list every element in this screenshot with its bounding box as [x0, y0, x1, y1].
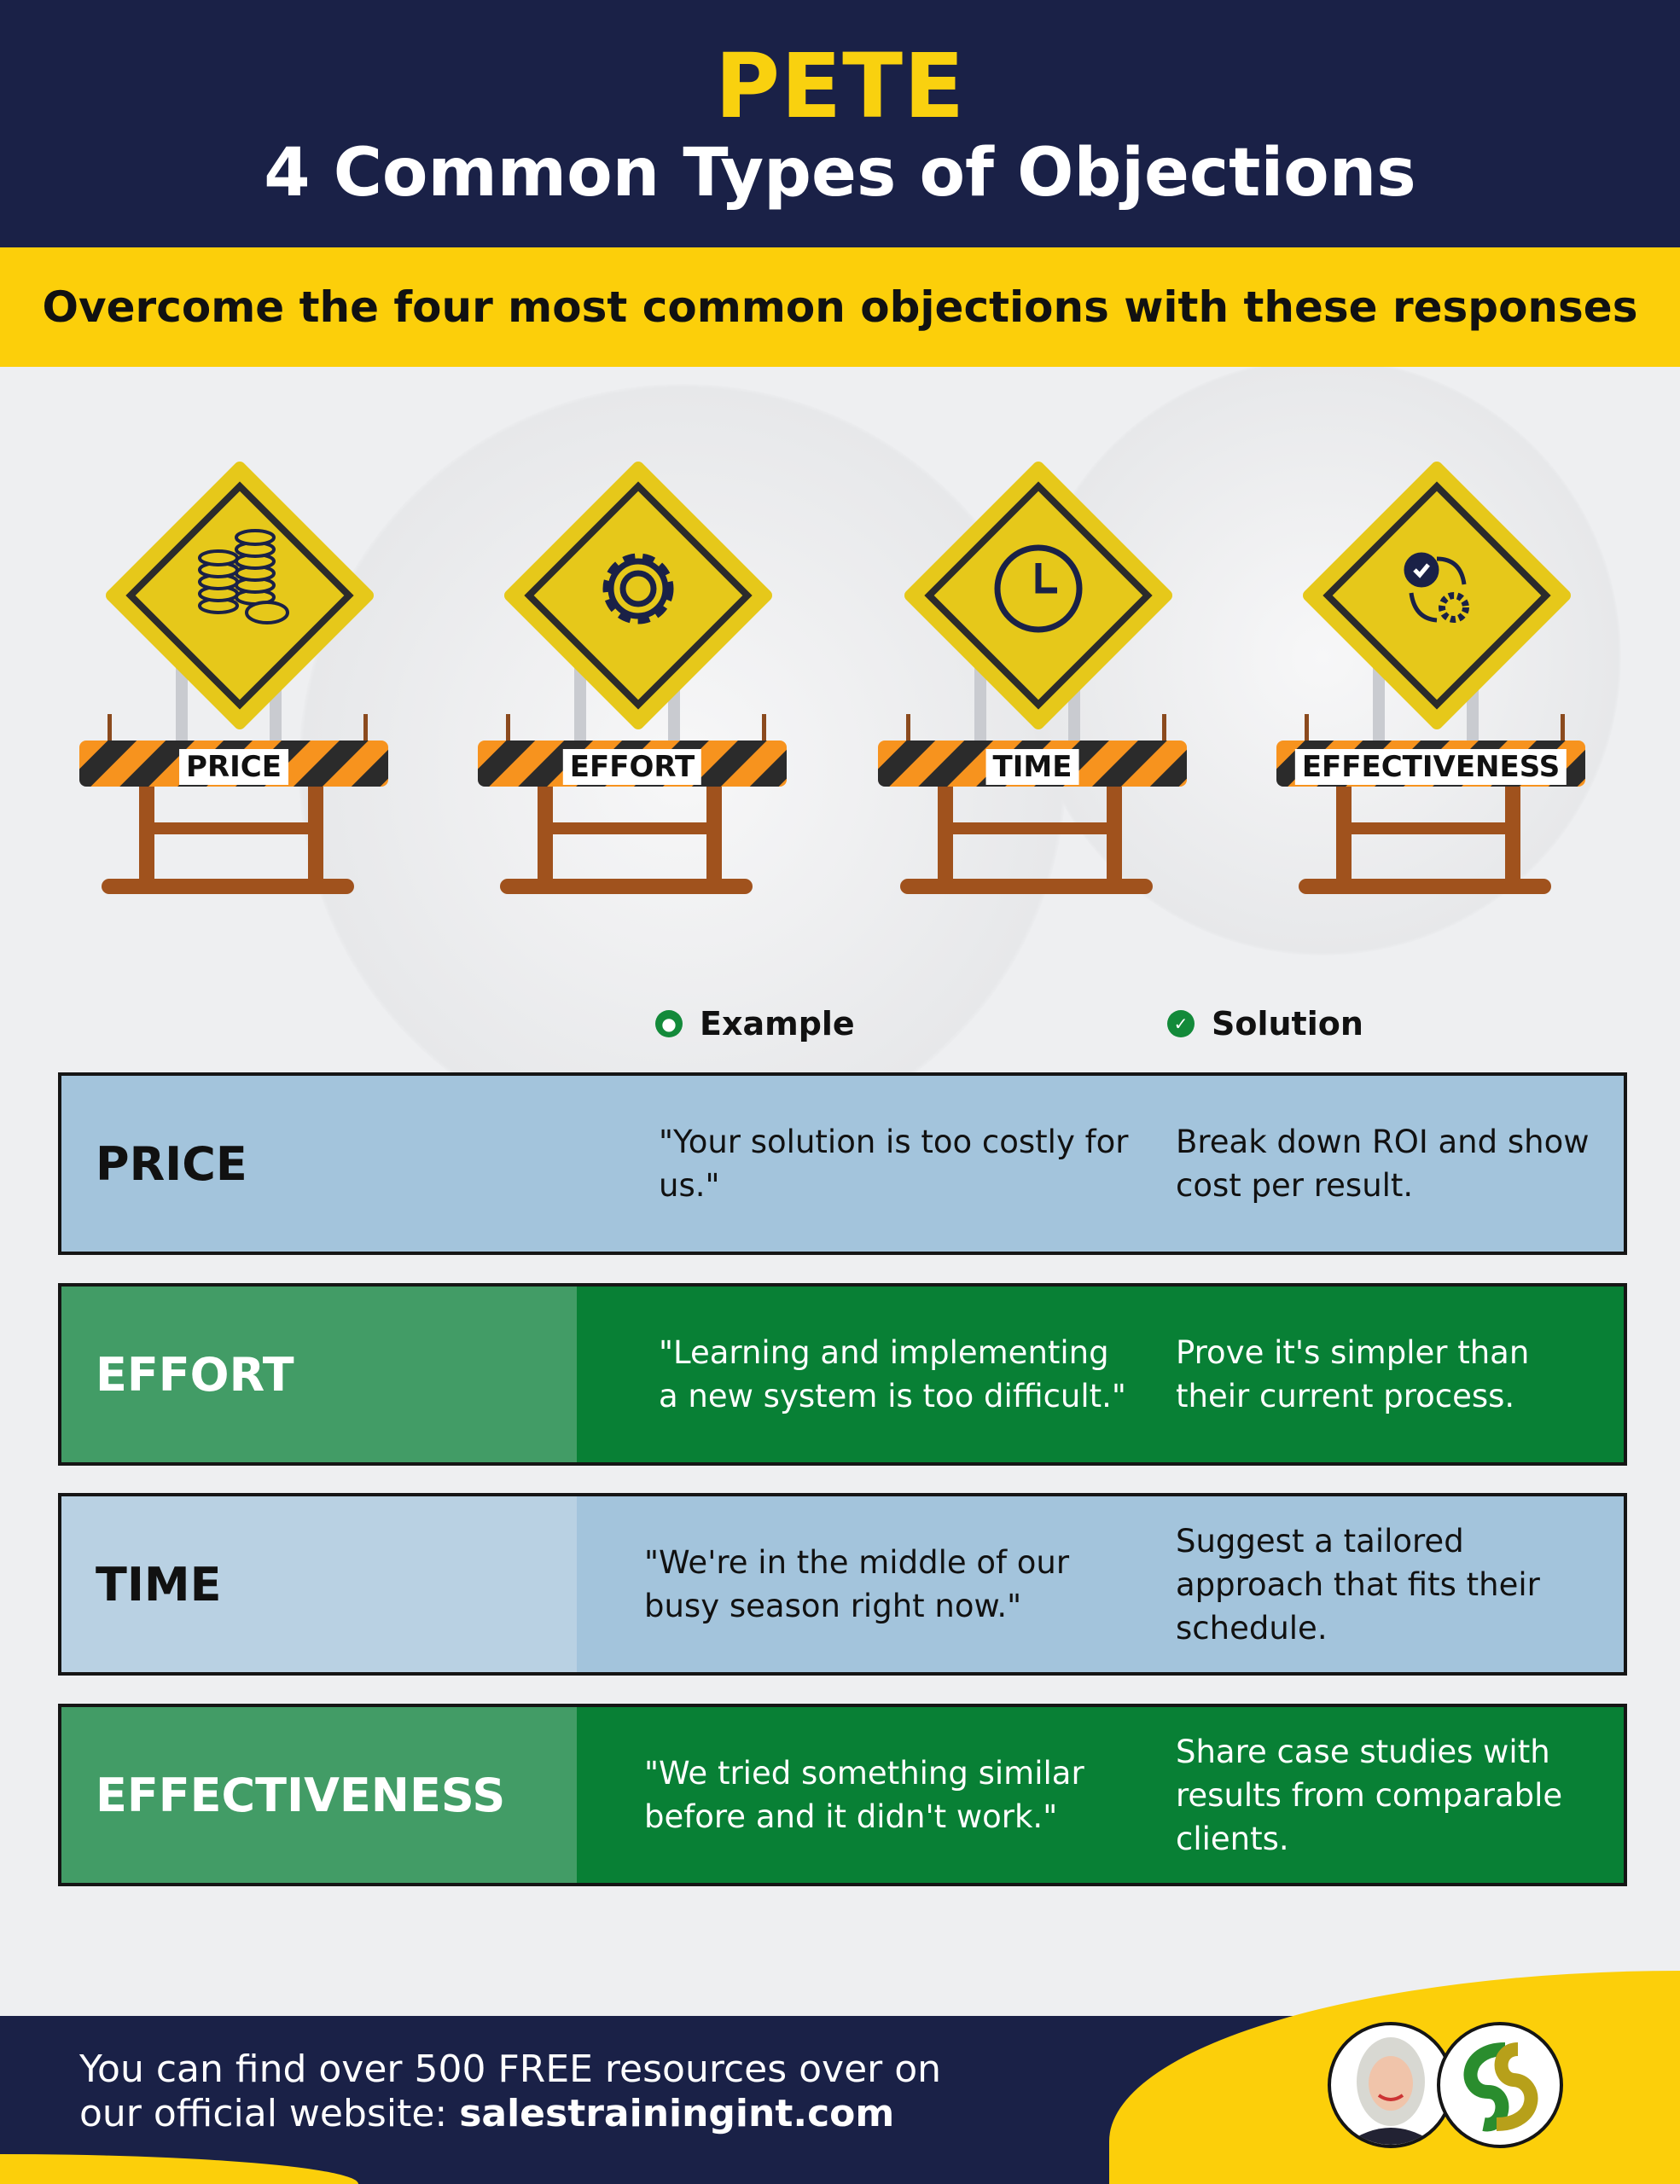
sign-effectiveness: EFFECTIVENESS [1266, 461, 1607, 904]
sign-time: TIME [868, 461, 1209, 904]
row-solution: Suggest a tailored approach that fits th… [1176, 1522, 1540, 1647]
row-example: "We tried something similar before and i… [644, 1755, 1084, 1835]
background-decoration [1024, 358, 1621, 956]
footer-text: You can find over 500 FREE resources ove… [79, 2048, 941, 2136]
row-solution: Prove it's simpler than their current pr… [1176, 1334, 1530, 1414]
row-type: PRICE [96, 1136, 247, 1191]
sign-label: PRICE [179, 749, 288, 785]
banner: Overcome the four most common objections… [0, 247, 1680, 367]
column-header-solution: ✓ Solution [1167, 1005, 1363, 1043]
row-solution: Break down ROI and show cost per result. [1176, 1124, 1590, 1204]
row-example: "Learning and implementing a new system … [659, 1334, 1126, 1414]
avatar [1328, 2022, 1454, 2148]
footer-line: our official website: salestrainingint.c… [79, 2092, 941, 2136]
table-row-price: PRICE "Your solution is too costly for u… [58, 1072, 1627, 1255]
row-type: TIME [61, 1496, 577, 1672]
gear-icon [602, 553, 674, 624]
table-row-effectiveness: EFFECTIVENESS "We tried something simila… [58, 1704, 1627, 1886]
row-example: "Your solution is too costly for us." [659, 1124, 1129, 1204]
page-subtitle: 4 Common Types of Objections [264, 135, 1416, 212]
footer-line: You can find over 500 FREE resources ove… [79, 2048, 942, 2091]
table-row-effort: EFFORT "Learning and implementing a new … [58, 1283, 1627, 1466]
sign-label: EFFECTIVENESS [1294, 749, 1567, 785]
column-header-label: Example [700, 1005, 855, 1043]
page-title: PETE [714, 34, 966, 138]
banner-text: Overcome the four most common objections… [42, 282, 1638, 332]
table-row-time: TIME "We're in the middle of our busy se… [58, 1493, 1627, 1676]
check-icon: ✓ [1167, 1010, 1195, 1037]
company-logo [1437, 2022, 1563, 2148]
column-header-example: ● Example [655, 1005, 855, 1043]
row-type: EFFORT [61, 1287, 577, 1462]
column-header-label: Solution [1212, 1005, 1363, 1043]
row-example: "We're in the middle of our busy season … [644, 1544, 1070, 1624]
row-type: EFFECTIVENESS [61, 1707, 577, 1883]
sign-price: PRICE [69, 461, 410, 904]
header: PETE 4 Common Types of Objections [0, 0, 1680, 247]
coins-icon [198, 529, 289, 624]
website-link[interactable]: salestrainingint.com [459, 2092, 895, 2135]
sign-effort: EFFORT [468, 461, 809, 904]
row-solution: Share case studies with results from com… [1176, 1733, 1563, 1857]
sign-label: TIME [985, 749, 1079, 785]
sign-label: EFFORT [562, 749, 702, 785]
chat-icon: ● [655, 1010, 683, 1037]
process-check-icon [1404, 552, 1469, 623]
clock-icon [994, 544, 1083, 633]
footer-prefix: our official website: [79, 2092, 460, 2135]
